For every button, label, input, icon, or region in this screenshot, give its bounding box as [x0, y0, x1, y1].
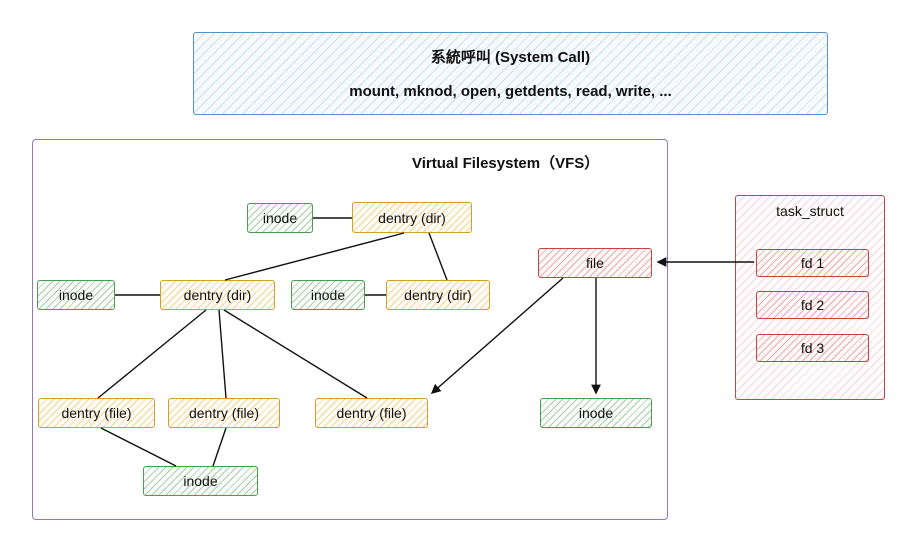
node-fd-2: fd 2: [756, 291, 869, 319]
system-call-box: 系統呼叫 (System Call) mount, mknod, open, g…: [193, 32, 828, 115]
vfs-title: Virtual Filesystem（VFS）: [412, 155, 600, 172]
node-inode-right: inode: [540, 398, 652, 428]
node-inode-top: inode: [247, 203, 313, 233]
node-dentry-dir-left: dentry (dir): [160, 280, 275, 310]
system-call-functions: mount, mknod, open, getdents, read, writ…: [349, 83, 672, 100]
node-inode-bottom: inode: [143, 466, 258, 496]
node-dentry-dir-right: dentry (dir): [386, 280, 490, 310]
node-dentry-file-1: dentry (file): [38, 398, 155, 428]
node-dentry-file-3: dentry (file): [315, 398, 428, 428]
node-inode-mid: inode: [291, 280, 365, 310]
vfs-container: [32, 139, 668, 520]
node-fd-3: fd 3: [756, 334, 869, 362]
system-call-title: 系統呼叫 (System Call): [430, 49, 591, 66]
task-struct-title: task_struct: [776, 203, 844, 219]
node-dentry-dir-top: dentry (dir): [352, 202, 472, 233]
node-inode-left: inode: [37, 280, 115, 310]
task-struct-box: task_struct fd 1 fd 2 fd 3: [735, 195, 885, 400]
node-file: file: [538, 248, 652, 278]
node-dentry-file-2: dentry (file): [168, 398, 280, 428]
node-fd-1: fd 1: [756, 249, 869, 277]
